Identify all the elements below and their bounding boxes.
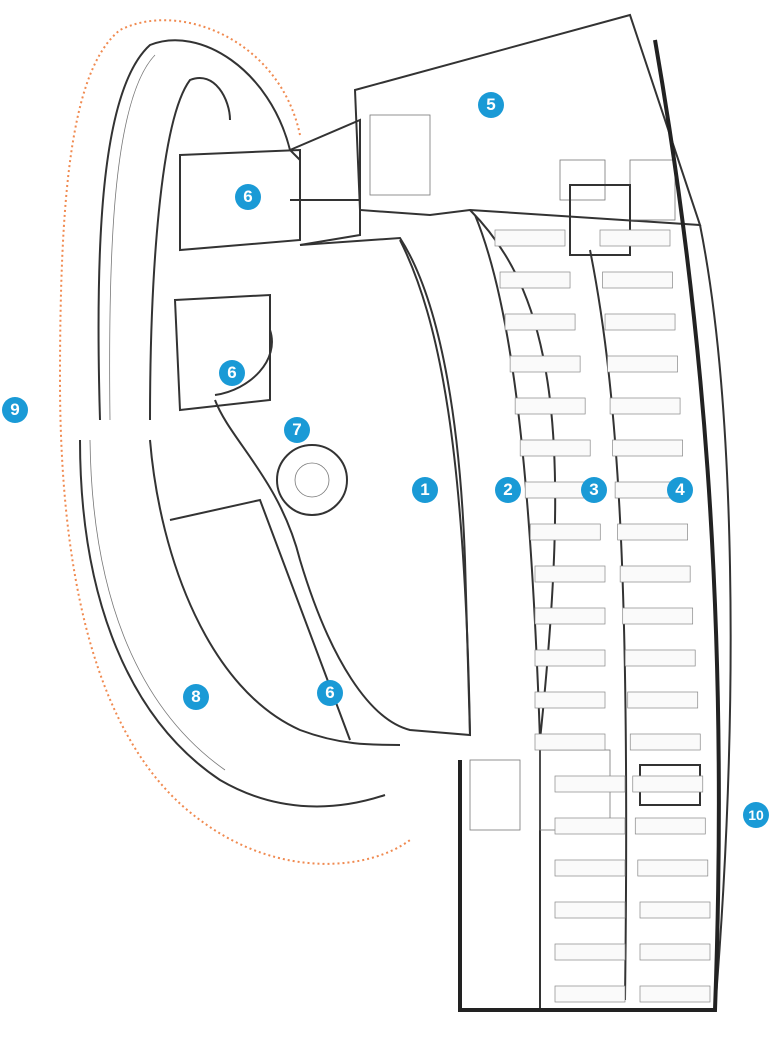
desk-cluster [639, 901, 711, 919]
area-marker-5: 5 [478, 92, 504, 118]
desk-cluster [627, 691, 699, 709]
desk-cluster [534, 649, 606, 667]
desk-cluster [534, 733, 606, 751]
desk-cluster [629, 733, 701, 751]
area-marker-6: 6 [317, 680, 343, 706]
desk-cluster [602, 271, 673, 289]
desk-cluster [599, 229, 671, 247]
bridge-corridor [289, 118, 361, 246]
area-marker-7: 7 [284, 417, 310, 443]
desk-cluster [554, 817, 626, 835]
area-marker-8: 8 [183, 684, 209, 710]
desk-cluster [624, 649, 696, 667]
west-wing-inner-wall [149, 77, 231, 421]
desk-cluster [499, 271, 571, 289]
area-marker-10: 10 [743, 802, 769, 828]
desk-cluster [637, 859, 709, 877]
desk-cluster [494, 229, 566, 247]
area-marker-4: 4 [667, 477, 693, 503]
desk-cluster [529, 523, 601, 541]
north-block [353, 13, 702, 227]
area-marker-2: 2 [495, 477, 521, 503]
desk-cluster [554, 985, 626, 1003]
desk-cluster [622, 607, 694, 625]
atrium-boundary [214, 236, 472, 737]
desk-cluster [554, 775, 626, 793]
desk-cluster [609, 397, 681, 415]
area-marker-1: 1 [412, 477, 438, 503]
east-facade [458, 39, 721, 1012]
west-wing-outer-wall [97, 39, 301, 421]
desk-cluster [639, 985, 711, 1003]
workstations [494, 229, 711, 1003]
desk-cluster [534, 607, 606, 625]
area-marker-6: 6 [235, 184, 261, 210]
desk-cluster [504, 313, 576, 331]
desk-cluster [534, 691, 606, 709]
area-marker-9: 9 [2, 397, 28, 423]
desk-cluster [634, 817, 706, 835]
southwest-wing-outer-wall [79, 439, 386, 808]
desk-cluster [639, 943, 711, 961]
desk-cluster [612, 439, 683, 457]
spiral-stair [276, 444, 348, 516]
landscape-edge [58, 19, 411, 865]
desk-cluster [632, 775, 704, 793]
desk-cluster [519, 439, 591, 457]
desk-cluster [604, 313, 676, 331]
desk-cluster [607, 355, 678, 373]
desk-cluster [514, 397, 586, 415]
desk-cluster [534, 565, 606, 583]
desk-cluster [554, 943, 626, 961]
area-marker-3: 3 [581, 477, 607, 503]
desk-cluster [619, 565, 691, 583]
area-marker-6: 6 [219, 360, 245, 386]
desk-cluster [617, 523, 688, 541]
southwest-wing-inner-wall [149, 439, 401, 746]
desk-cluster [554, 859, 626, 877]
desk-cluster [554, 901, 626, 919]
desk-cluster [509, 355, 581, 373]
